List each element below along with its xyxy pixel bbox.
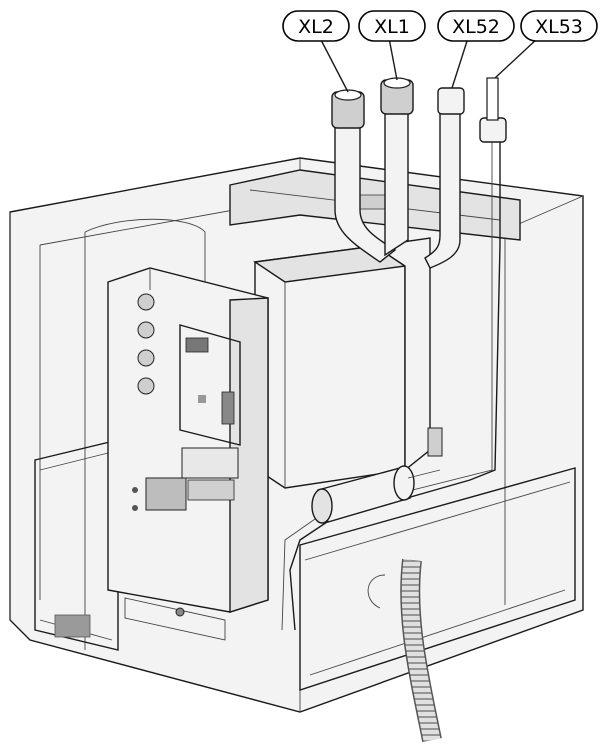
circuit-board [179,324,241,446]
label-plate [54,614,91,638]
callout-leaders [319,37,539,93]
drain-hose [400,558,442,742]
callout-xl1: XL1 [358,10,426,42]
callout-xl2-label: XL2 [298,16,334,38]
callout-xl52-bubble [437,10,515,42]
pipes [281,109,501,631]
control-box [107,267,269,641]
callout-xl53-bubble [520,10,598,42]
callout-xl2: XL2 [282,10,350,42]
callout-xl52-label: XL52 [452,16,500,38]
callout-xl52: XL52 [437,10,515,42]
callout-xl2-bubble [282,10,350,42]
xl53-fitting [479,117,507,143]
callout-xl1-bubble [358,10,426,42]
callout-xl53: XL53 [520,10,598,42]
filter-drier [311,427,443,524]
callout-xl1-label: XL1 [374,16,410,38]
xl52-fitting [437,87,465,115]
pipe-fittings [331,77,507,143]
callout-xl53-label: XL53 [535,16,583,38]
outer-casing [9,157,584,713]
terminal-block [145,477,187,511]
relay-block [181,447,239,479]
